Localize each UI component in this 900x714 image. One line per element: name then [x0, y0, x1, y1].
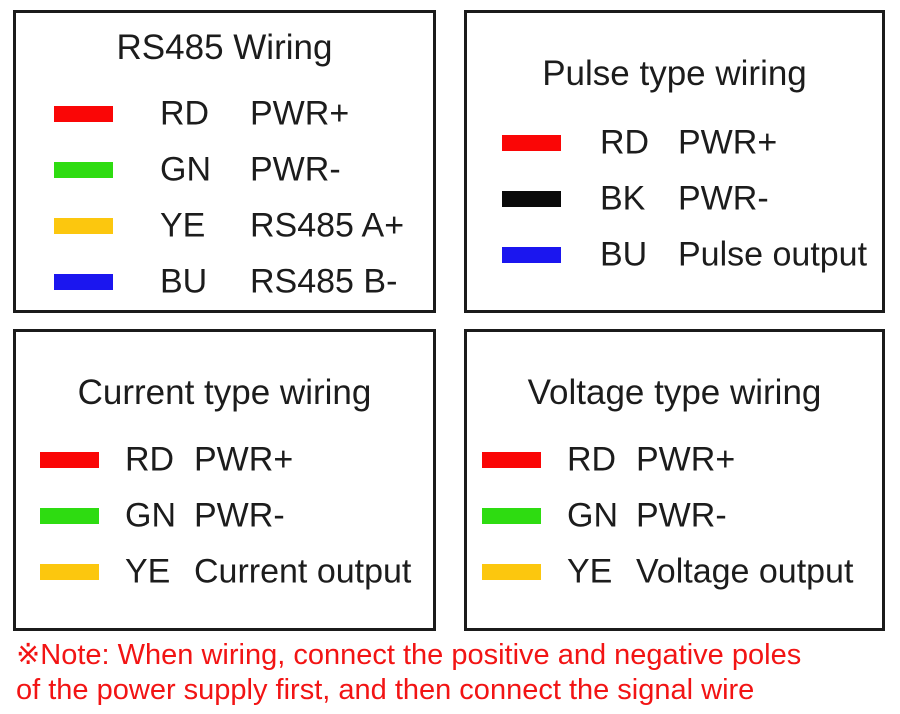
wire-code-label: RD — [125, 440, 175, 479]
wiring-note-line-2: of the power supply first, and then conn… — [16, 674, 755, 706]
yellow-wire-swatch — [54, 218, 113, 234]
wire-row: RD PWR+ — [16, 432, 433, 488]
wire-signal-label: PWR+ — [250, 94, 350, 133]
wire-row: BU Pulse output — [467, 227, 882, 283]
wire-row: RD PWR+ — [467, 432, 882, 488]
wiring-note-line-1: ※Note: When wiring, connect the positive… — [16, 639, 802, 671]
wire-code-label: BU — [160, 262, 208, 301]
wire-code-label: GN — [160, 150, 211, 189]
wire-code-label: RD — [600, 123, 650, 162]
wire-row: GN PWR- — [16, 488, 433, 544]
panel-title: Voltage type wiring — [527, 373, 822, 412]
wire-row: YE Voltage output — [467, 544, 882, 600]
wire-signal-label: RS485 A+ — [250, 206, 405, 245]
black-wire-swatch — [502, 191, 561, 207]
panel-pulse-type-wiring: Pulse type wiring RD PWR+ BK PWR- BU Pul… — [464, 10, 885, 313]
wire-signal-label: PWR+ — [194, 440, 294, 479]
wire-code-label: YE — [160, 206, 206, 245]
wire-code-label: BU — [600, 235, 648, 274]
wire-signal-label: Pulse output — [678, 235, 868, 274]
green-wire-swatch — [482, 508, 541, 524]
wire-signal-label: PWR- — [250, 150, 341, 189]
red-wire-swatch — [482, 452, 541, 468]
wire-legend: RD PWR+ GN PWR- YE RS485 A+ BU RS485 B- — [16, 86, 433, 310]
wire-code-label: BK — [600, 179, 646, 218]
panel-rs485-wiring: RS485 Wiring RD PWR+ GN PWR- YE RS485 A+… — [13, 10, 436, 313]
panel-current-type-wiring: Current type wiring RD PWR+ GN PWR- YE C… — [13, 329, 436, 631]
wiring-note: ※Note: When wiring, connect the positive… — [16, 638, 801, 708]
green-wire-swatch — [40, 508, 99, 524]
wire-row: BK PWR- — [467, 171, 882, 227]
wire-row: GN PWR- — [467, 488, 882, 544]
wire-signal-label: PWR- — [194, 496, 285, 535]
panel-title: RS485 Wiring — [116, 28, 333, 67]
wire-row: YE RS485 A+ — [16, 198, 433, 254]
wire-code-label: GN — [567, 496, 618, 535]
panel-voltage-type-wiring: Voltage type wiring RD PWR+ GN PWR- YE V… — [464, 329, 885, 631]
red-wire-swatch — [502, 135, 561, 151]
yellow-wire-swatch — [482, 564, 541, 580]
wire-code-label: RD — [160, 94, 210, 133]
wire-row: YE Current output — [16, 544, 433, 600]
yellow-wire-swatch — [40, 564, 99, 580]
wire-signal-label: PWR+ — [678, 123, 778, 162]
wire-row: RD PWR+ — [16, 86, 433, 142]
wire-signal-label: PWR+ — [636, 440, 736, 479]
wire-signal-label: Current output — [194, 552, 412, 591]
panel-title: Current type wiring — [77, 373, 372, 412]
blue-wire-swatch — [54, 274, 113, 290]
wire-row: RD PWR+ — [467, 115, 882, 171]
green-wire-swatch — [54, 162, 113, 178]
panel-title: Pulse type wiring — [542, 54, 807, 93]
wire-legend: RD PWR+ GN PWR- YE Voltage output — [467, 432, 882, 600]
wire-code-label: YE — [567, 552, 613, 591]
wire-code-label: GN — [125, 496, 176, 535]
wire-legend: RD PWR+ GN PWR- YE Current output — [16, 432, 433, 600]
wire-code-label: RD — [567, 440, 617, 479]
wire-row: GN PWR- — [16, 142, 433, 198]
red-wire-swatch — [54, 106, 113, 122]
wire-row: BU RS485 B- — [16, 254, 433, 310]
wire-signal-label: PWR- — [636, 496, 727, 535]
blue-wire-swatch — [502, 247, 561, 263]
wire-code-label: YE — [125, 552, 171, 591]
wire-legend: RD PWR+ BK PWR- BU Pulse output — [467, 115, 882, 283]
red-wire-swatch — [40, 452, 99, 468]
wire-signal-label: RS485 B- — [250, 262, 398, 301]
wire-signal-label: PWR- — [678, 179, 769, 218]
wire-signal-label: Voltage output — [636, 552, 854, 591]
